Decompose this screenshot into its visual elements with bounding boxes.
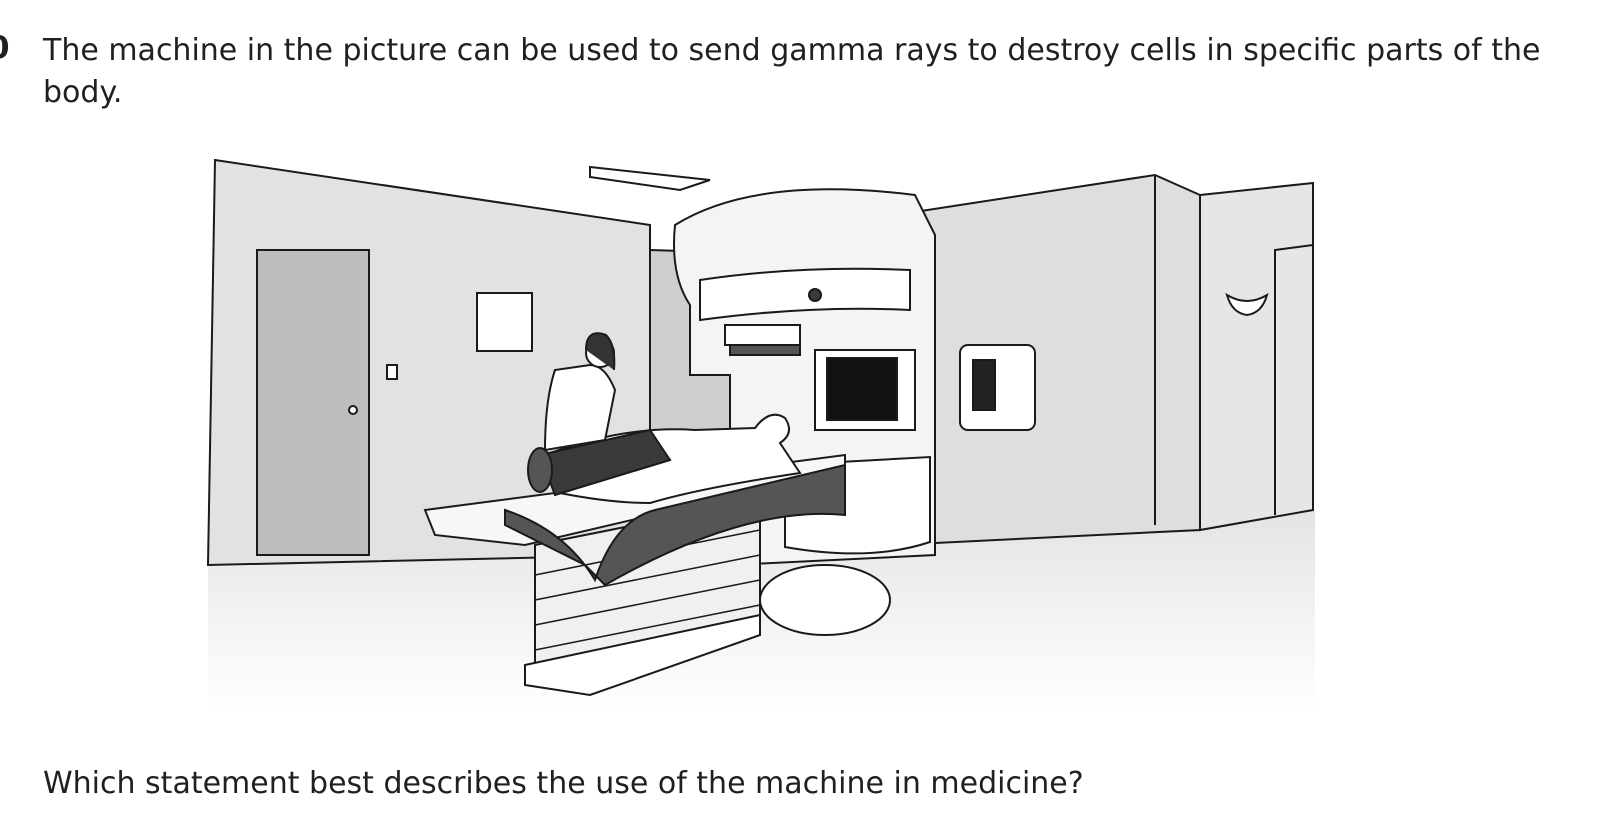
question-stem: The machine in the picture can be used t… [43, 33, 1541, 110]
radiation-therapy-illustration [206, 158, 1315, 710]
door [256, 249, 370, 556]
doctor [543, 363, 617, 452]
patient [543, 413, 802, 505]
question-number: 0 [0, 30, 10, 66]
question-prompt: Which statement best describes the use o… [43, 766, 1084, 801]
wall-certificate [476, 292, 533, 352]
